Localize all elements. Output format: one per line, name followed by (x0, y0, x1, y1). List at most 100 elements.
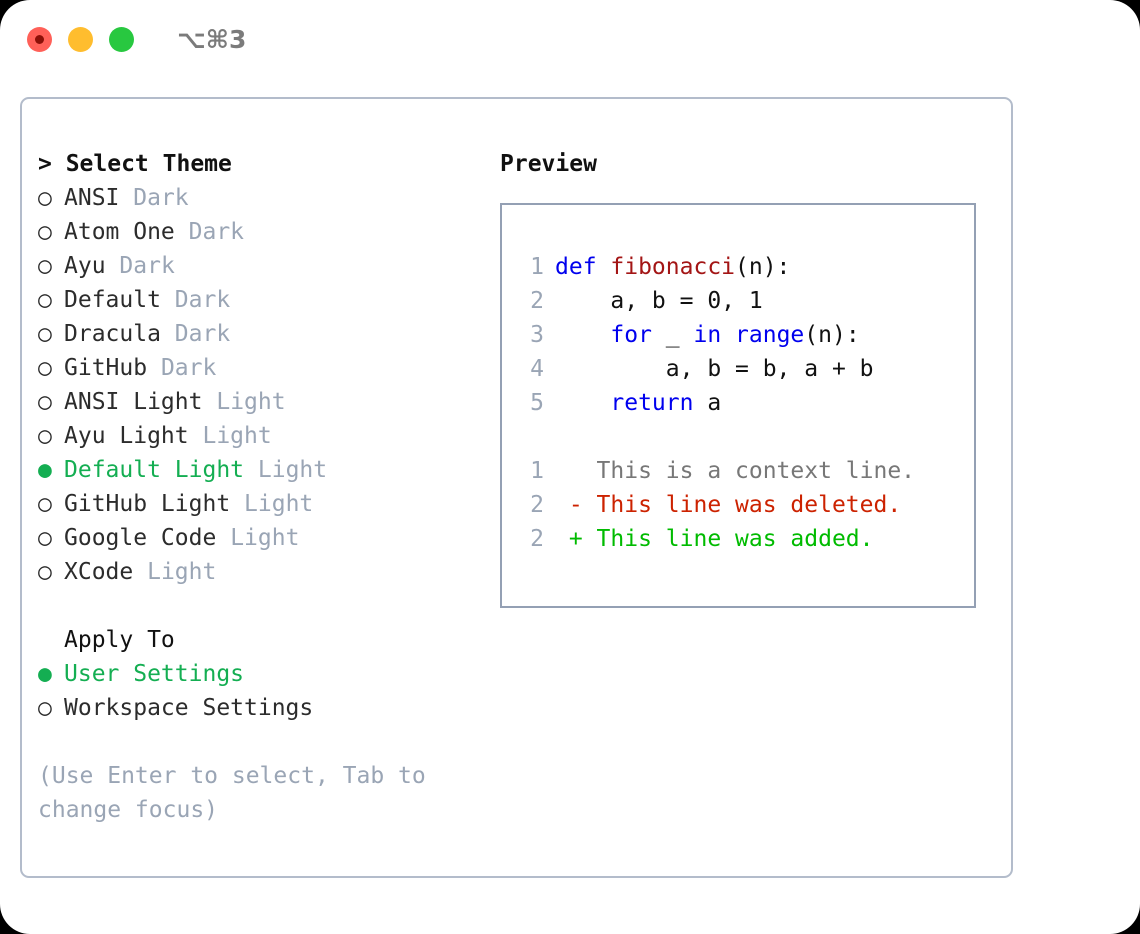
theme-category-tag: Light (202, 423, 272, 449)
code-line: 4 a, b = b, a + b (516, 352, 974, 386)
radio-unselected-icon: ○ (38, 219, 52, 245)
main-panel: > Select Theme ○ANSI Dark○Atom One Dark○… (20, 97, 1013, 878)
theme-category-tag: Light (216, 389, 286, 415)
code-token: _ (651, 322, 694, 348)
title-bar: ⌥⌘3 (0, 0, 1140, 78)
theme-option-label: XCode (64, 559, 134, 585)
theme-option[interactable]: ○Google Code Light (38, 521, 488, 555)
preview-heading: Preview (500, 151, 597, 177)
line-number: 3 (530, 322, 544, 348)
radio-unselected-icon: ○ (38, 423, 52, 449)
code-line: 3 for _ in range(n): (516, 318, 974, 352)
theme-option[interactable]: ○ Atom One Dark (38, 215, 488, 249)
theme-category-tag: Dark (133, 185, 189, 211)
minimize-button[interactable] (68, 26, 93, 52)
diff-line: 2 + This line was added. (516, 522, 974, 556)
theme-category-tag: Dark (119, 253, 175, 279)
radio-unselected-icon: ○ (38, 491, 52, 517)
theme-option-label: GitHub (64, 355, 148, 381)
maximize-button[interactable] (109, 26, 134, 52)
apply-to-option-list[interactable]: ● User Settings ○ Workspace Settings (38, 657, 488, 725)
code-line: 5 return a (516, 386, 974, 420)
radio-unselected-icon: ○ (38, 525, 52, 551)
theme-option[interactable]: ○ ANSI Dark (38, 181, 488, 215)
diff-line: 1 This is a context line. (516, 454, 974, 488)
label-spacer (106, 253, 120, 279)
label-spacer (147, 355, 161, 381)
theme-option[interactable]: ○XCode Light (38, 555, 488, 589)
line-number: 5 (530, 390, 544, 416)
apply-to-option-label: Workspace Settings (64, 695, 314, 721)
theme-option-list[interactable]: ○ANSI Dark○Atom One Dark○Ayu Dark○Defaul… (38, 181, 488, 589)
code-token: fibonacci (610, 254, 736, 280)
radio-selected-icon: ● (38, 661, 52, 687)
line-number: 4 (530, 356, 544, 382)
label-spacer (161, 321, 175, 347)
apply-to-option[interactable]: ● User Settings (38, 657, 488, 691)
code-spacer (516, 420, 974, 454)
apply-to-option-label: User Settings (64, 661, 245, 687)
select-theme-heading: > Select Theme (38, 151, 232, 177)
theme-option-label: Atom One (64, 219, 175, 245)
code-token: This is a context line. (555, 458, 916, 484)
radio-unselected-icon: ○ (38, 287, 52, 313)
apply-to-option[interactable]: ○ Workspace Settings (38, 691, 488, 725)
code-token: range (735, 322, 805, 348)
radio-unselected-icon: ○ (38, 695, 52, 721)
theme-category-tag: Dark (174, 287, 231, 313)
theme-option[interactable]: ○Default Dark (38, 283, 488, 317)
code-token (721, 322, 735, 348)
radio-selected-icon: ● (38, 457, 52, 483)
theme-option[interactable]: ●Default Light Light (38, 453, 488, 487)
label-spacer (244, 457, 258, 483)
theme-option[interactable]: ○Dracula Dark (38, 317, 488, 351)
close-button[interactable] (27, 26, 52, 52)
theme-option[interactable]: ○Ayu Dark (38, 249, 488, 283)
code-token: in (693, 322, 722, 348)
close-icon (35, 34, 44, 44)
code-token: a, b = b, a + b (555, 356, 874, 382)
keyboard-shortcut-label: ⌥⌘3 (177, 24, 247, 54)
code-token: (n): (735, 254, 791, 280)
code-token: for (610, 322, 652, 348)
line-number: 1 (530, 254, 544, 280)
section-spacer (38, 589, 488, 623)
theme-option-label: Ayu Light (64, 423, 189, 449)
radio-unselected-icon: ○ (38, 355, 52, 381)
label-spacer (216, 525, 230, 551)
code-token (555, 390, 610, 416)
theme-category-tag: Dark (188, 219, 245, 245)
label-spacer (133, 559, 147, 585)
line-number: 2 (530, 526, 544, 552)
code-token: + This line was added. (555, 526, 874, 552)
theme-option-label: Ayu (64, 253, 106, 279)
line-number: 2 (530, 288, 544, 314)
label-spacer (189, 423, 203, 449)
radio-unselected-icon: ○ (38, 185, 52, 211)
label-spacer (119, 185, 133, 211)
code-token: (n): (804, 322, 860, 348)
theme-category-tag: Dark (160, 355, 217, 381)
radio-unselected-icon: ○ (38, 389, 52, 415)
code-token (555, 322, 610, 348)
theme-option[interactable]: ○GitHub Light Light (38, 487, 488, 521)
code-line: 2 a, b = 0, 1 (516, 284, 974, 318)
diff-sample: 1 This is a context line. 2 - This line w… (516, 454, 974, 556)
code-token: - This line was deleted. (555, 492, 902, 518)
theme-option-label: Dracula (64, 321, 161, 347)
keyboard-hint-text: (Use Enter to select, Tab to change focu… (38, 763, 440, 823)
theme-option[interactable]: ○ANSI Light Light (38, 385, 488, 419)
theme-option[interactable]: ○ GitHub Dark (38, 351, 488, 385)
theme-option-label: ANSI (64, 185, 120, 211)
theme-option[interactable]: ○ Ayu Light Light (38, 419, 488, 453)
label-spacer (230, 491, 244, 517)
code-token: return (610, 390, 694, 416)
line-number: 1 (530, 458, 544, 484)
label-spacer (161, 287, 175, 313)
radio-unselected-icon: ○ (38, 559, 52, 585)
